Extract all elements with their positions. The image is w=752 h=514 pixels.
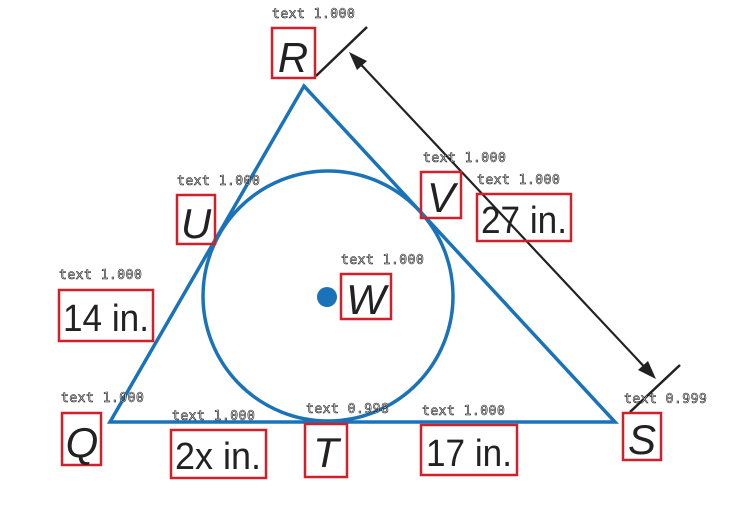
tangent-point-label-u: U [181,200,212,247]
incircle-w [201,169,455,423]
confidence-label: text 1.000 [477,173,560,188]
detection-box [475,192,573,243]
confidence-label: text 1.000 [341,253,424,268]
confidence-label: text 1.000 [422,404,505,419]
arrowhead-r [349,52,367,70]
detection-u: text 1.000 U [175,174,260,247]
detection-q: text 1.000 Q [60,391,144,467]
detection-box [57,288,155,343]
confidence-label: text 1.000 [172,409,255,424]
detection-box [419,170,463,220]
detection-t: text 0.998 T [303,402,389,479]
detection-14in: text 1.000 14 in. [57,268,155,343]
confidence-label: text 1.000 [59,268,142,283]
detection-box [175,193,217,246]
center-label-w: W [346,276,389,323]
detection-box [60,411,103,467]
detection-17in: text 1.000 17 in. [419,404,519,477]
center-point-w [317,287,337,307]
arrowhead-s [638,361,656,379]
confidence-label: text 1.000 [423,151,506,166]
tangent-point-label-t: T [313,429,342,476]
detection-w: text 1.000 W [339,253,424,323]
measure-label-ts: 17 in. [426,433,512,475]
detection-box [339,272,393,321]
vertex-label-r: R [278,34,308,81]
detection-2xin: text 1.000 2x in. [169,409,268,480]
detection-box [419,423,519,477]
detection-box [270,26,317,80]
detection-v: text 1.000 V [419,151,506,221]
dimension-line-rs [351,54,653,376]
measure-label-qt: 2x in. [175,436,261,478]
confidence-label: text 0.999 [624,392,707,407]
measure-label-qu: 14 in. [63,298,149,340]
vertex-label-q: Q [66,419,99,466]
vertex-label-s: S [628,416,656,463]
detection-box [621,411,663,462]
triangle-qrs [106,83,620,424]
confidence-label: text 1.000 [272,7,355,22]
dimension-tick-r [315,26,368,77]
detection-box [169,428,268,480]
detection-27in: text 1.000 27 in. [475,173,573,243]
tangent-point-label-v: V [427,174,459,221]
detection-box [303,422,349,479]
measure-label-rs: 27 in. [481,200,567,242]
confidence-label: text 0.998 [306,402,389,417]
confidence-label: text 1.000 [61,391,144,406]
dimension-tick-s [629,364,681,413]
detection-s: text 0.999 S [621,392,707,463]
detection-r: text 1.000 R [270,7,355,81]
confidence-label: text 1.000 [177,174,260,189]
